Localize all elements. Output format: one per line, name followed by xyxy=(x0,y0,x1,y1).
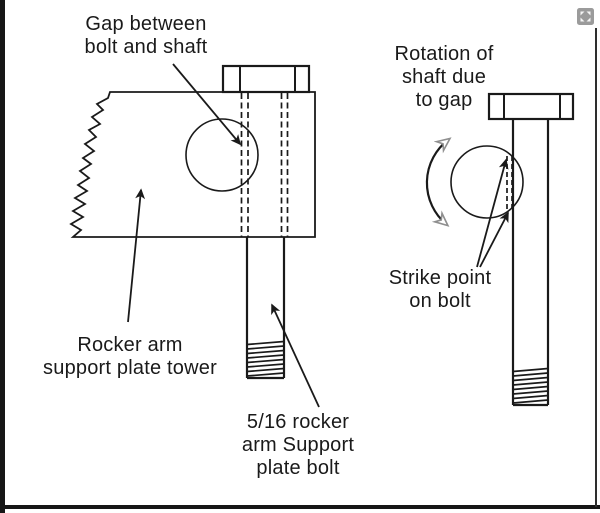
shaft-shift-hidden-lines xyxy=(506,156,513,212)
bolt-head xyxy=(221,64,311,94)
strike-arrow-lower xyxy=(479,211,509,268)
bolt-head xyxy=(487,92,575,121)
page-frame-right xyxy=(595,28,597,507)
bolt-label-arrow xyxy=(271,303,320,408)
bolt-hole-hidden-lines xyxy=(240,93,289,237)
gap-arrow xyxy=(172,63,242,146)
strike-point-label: Strike point on bolt xyxy=(388,267,492,312)
left-figure xyxy=(69,63,320,408)
right-figure xyxy=(425,92,575,407)
bolt-size-label: 5/16 rocker arm Support plate bolt xyxy=(241,411,355,479)
rotation-arc-arrow xyxy=(425,140,448,224)
page-frame-left xyxy=(0,0,5,513)
page-frame-bottom xyxy=(0,505,600,509)
rotation-callout-label: Rotation of shaft due to gap xyxy=(394,43,494,111)
tower-label: Rocker arm support plate tower xyxy=(43,334,217,379)
bolt-threads xyxy=(246,340,285,377)
bolt-threads xyxy=(512,367,549,404)
strike-arrow-upper xyxy=(476,158,509,268)
tower-arrow xyxy=(127,188,146,323)
bolt-head-chamfer-lines xyxy=(503,94,561,119)
expand-icon[interactable] xyxy=(577,8,594,25)
gap-circle xyxy=(185,118,259,192)
gap-callout-label: Gap between bolt and shaft xyxy=(84,13,208,58)
bolt-head-chamfer-lines xyxy=(239,66,296,92)
support-plate xyxy=(69,91,316,238)
bolt-shaft xyxy=(245,237,286,380)
bolt-shaft xyxy=(511,119,550,407)
